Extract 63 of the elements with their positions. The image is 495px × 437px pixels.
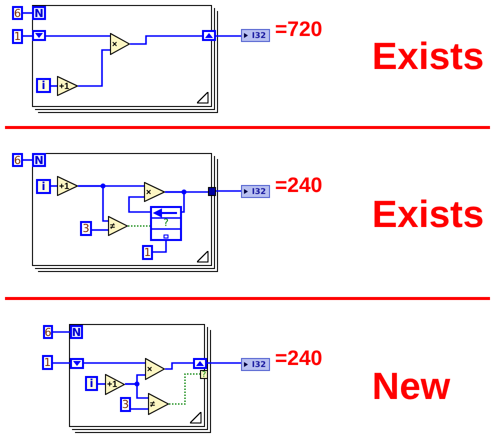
wire — [128, 196, 150, 213]
wire — [153, 241, 167, 253]
status-label: New — [372, 368, 450, 406]
status-label: Exists — [372, 196, 484, 234]
function-node: ≠ — [108, 216, 128, 236]
shift-register — [70, 358, 84, 369]
wire — [23, 35, 32, 37]
output-tunnel — [208, 187, 216, 196]
loop-count-terminal: N — [70, 325, 83, 339]
wire — [78, 185, 108, 222]
dotted-wire — [169, 373, 200, 405]
numeric-constant: 1 — [142, 245, 153, 260]
numeric-constant: 6 — [12, 6, 23, 20]
iteration-terminal: i — [85, 376, 98, 391]
wire — [131, 408, 148, 410]
dotted-wire — [128, 225, 150, 227]
wire — [51, 85, 57, 87]
iteration-terminal: i — [36, 78, 51, 93]
numeric-constant: 6 — [43, 325, 53, 339]
wire — [78, 49, 110, 87]
feedback-node: ? — [150, 206, 182, 241]
conditional-terminal: ? — [200, 370, 208, 379]
function-node: +1 — [57, 76, 78, 96]
wire — [207, 362, 241, 364]
wire — [216, 190, 241, 192]
wire — [53, 331, 70, 333]
wire — [165, 191, 208, 193]
numeric-constant: 6 — [12, 153, 23, 167]
result-value: =240 — [275, 348, 322, 369]
wire — [125, 383, 148, 399]
iteration-terminal: i — [36, 179, 51, 194]
numeric-indicator: I32 — [241, 358, 270, 371]
wire — [51, 185, 57, 187]
function-node: +1 — [57, 176, 78, 196]
wire — [46, 35, 110, 37]
numeric-constant: 3 — [80, 221, 92, 236]
shift-register — [202, 30, 216, 41]
wire — [23, 159, 32, 161]
function-node: × — [145, 358, 165, 380]
result-value: =720 — [275, 19, 322, 40]
wire — [92, 229, 108, 231]
shift-register — [193, 358, 207, 369]
wire — [98, 383, 105, 385]
wire — [23, 12, 32, 14]
numeric-indicator: I32 — [241, 185, 270, 198]
numeric-constant: 1 — [42, 355, 53, 370]
function-node: × — [110, 33, 130, 55]
wire — [84, 362, 145, 364]
function-node: × — [144, 182, 165, 202]
shift-register — [32, 30, 46, 41]
wire — [165, 362, 193, 370]
wire — [53, 362, 70, 364]
loop-count-terminal: N — [32, 153, 46, 167]
numeric-constant: 3 — [120, 397, 131, 412]
function-node: ≠ — [148, 393, 169, 415]
function-node: +1 — [105, 374, 125, 395]
numeric-constant: 1 — [12, 29, 23, 44]
result-value: =240 — [275, 175, 322, 196]
wire — [216, 35, 241, 37]
wire — [130, 35, 202, 45]
numeric-indicator: I32 — [241, 29, 270, 42]
loop-count-terminal: N — [32, 6, 46, 20]
status-label: Exists — [372, 38, 484, 76]
